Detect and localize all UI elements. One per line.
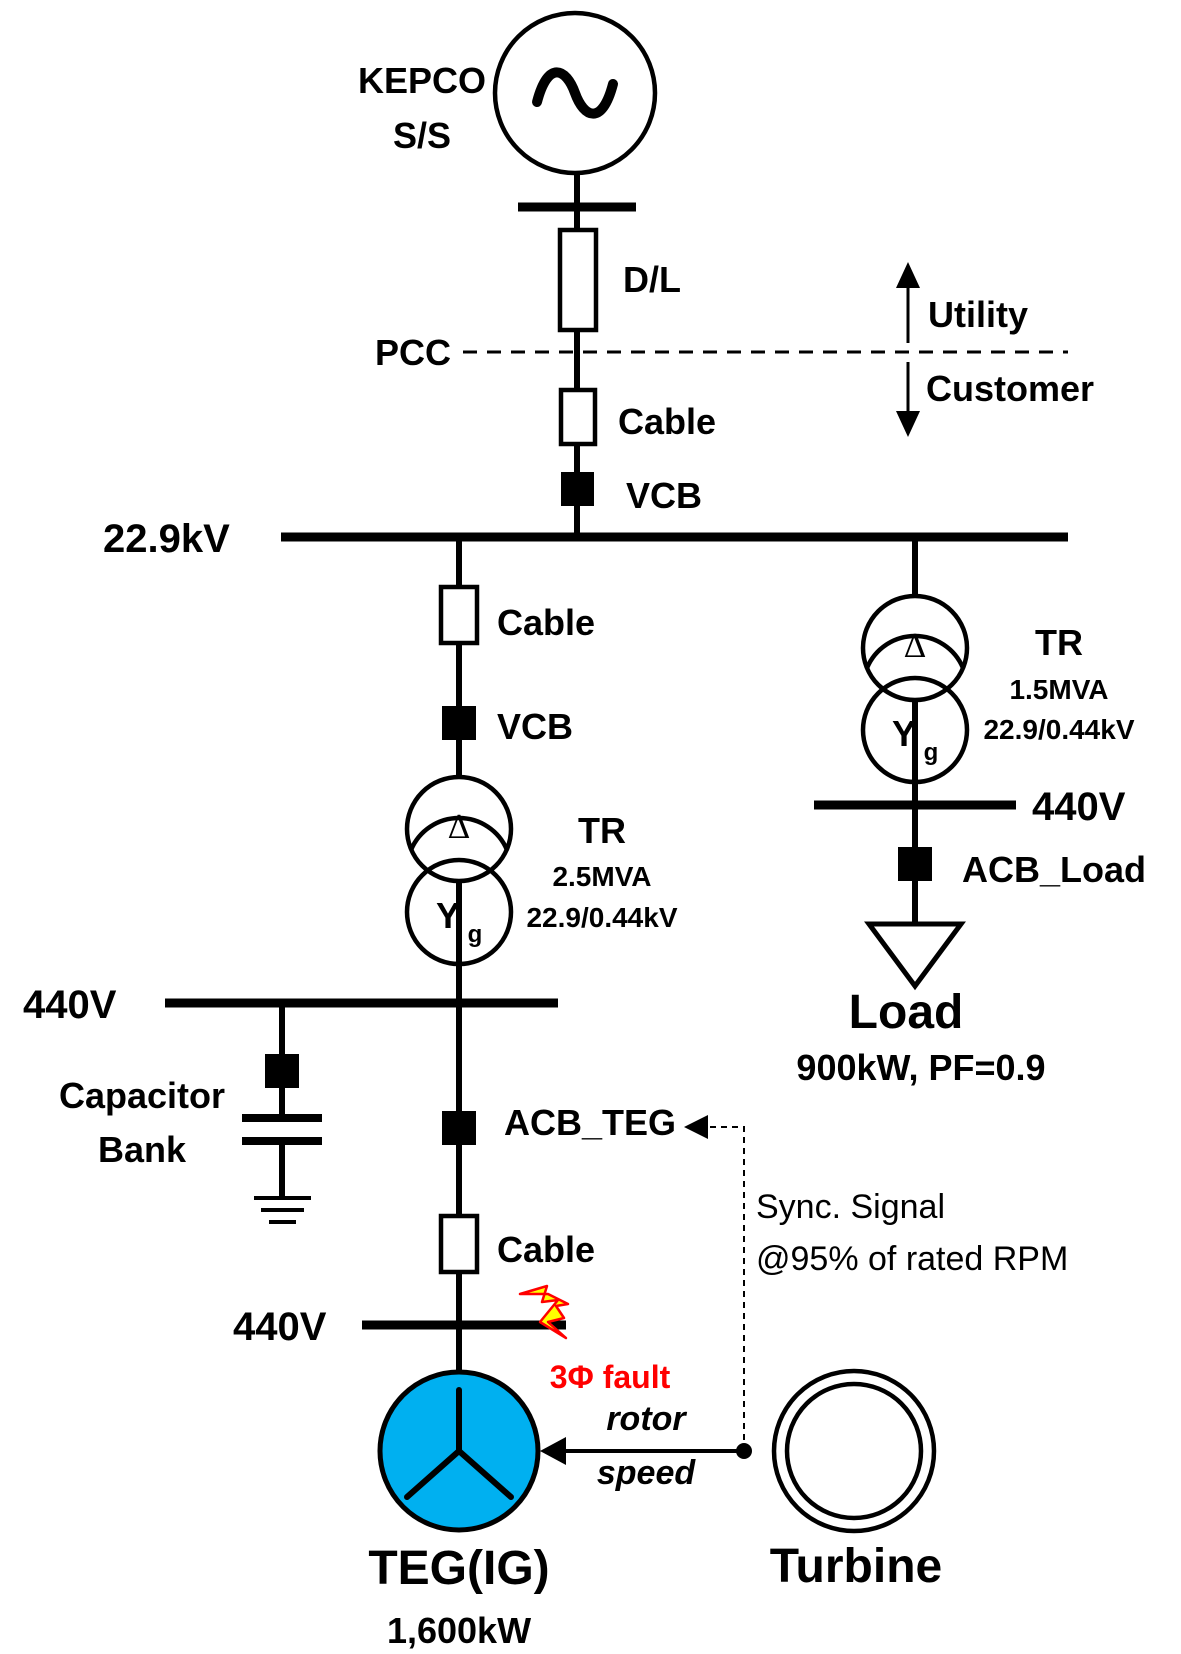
tr-left-ratio: 22.9/0.44kV <box>526 902 677 933</box>
ground-icon <box>254 1196 311 1224</box>
vcb-left-label: VCB <box>497 706 573 747</box>
vcb-top <box>561 472 594 506</box>
acb-load <box>898 847 932 881</box>
kepco-source <box>492 10 658 176</box>
cable-left <box>438 584 480 646</box>
sync-label-2: @95% of rated RPM <box>756 1240 1068 1278</box>
rotor-speed-arrowhead-icon <box>540 1437 566 1465</box>
cable-bottom <box>438 1213 480 1275</box>
bus-440v-left-label: 440V <box>23 983 117 1027</box>
tr-left-name: TR <box>578 810 626 851</box>
fault-lightning-icon <box>518 1284 570 1340</box>
rotor-label: rotor <box>606 1400 687 1438</box>
sync-signal-line <box>702 1126 745 1451</box>
vcb-top-label: VCB <box>626 475 702 516</box>
acb-teg-label: ACB_TEG <box>504 1102 676 1143</box>
distribution-line-element <box>557 227 599 333</box>
utility-arrowhead-icon <box>896 262 920 288</box>
load-triangle-icon <box>864 921 966 991</box>
cable-top <box>558 387 598 447</box>
sync-label-1: Sync. Signal <box>756 1188 945 1226</box>
tr-left-rating: 2.5MVA <box>552 861 651 892</box>
teg-generator <box>377 1369 541 1533</box>
tr-right-ratio: 22.9/0.44kV <box>983 714 1134 745</box>
tr-left-wye-sub: g <box>468 921 483 948</box>
tr-right-wye: Y <box>892 713 916 754</box>
customer-label: Customer <box>926 368 1094 409</box>
tr-right-name: TR <box>1035 622 1083 663</box>
source-label-1: KEPCO <box>358 60 486 101</box>
generator-rating: 1,600kW <box>387 1610 531 1651</box>
load-rating: 900kW, PF=0.9 <box>796 1047 1045 1088</box>
bus-22-9kv-label: 22.9kV <box>103 517 230 561</box>
dl-label: D/L <box>623 259 681 300</box>
tr-left-wye: Y <box>436 895 460 936</box>
cable-top-label: Cable <box>618 401 716 442</box>
tr-right-wye-sub: g <box>924 739 939 766</box>
capacitor-label-1: Capacitor <box>59 1075 225 1116</box>
wye-winding-icon <box>404 1387 514 1500</box>
generator-name: TEG(IG) <box>368 1542 549 1595</box>
cable-left-label: Cable <box>497 602 595 643</box>
fault-label: 3Φ fault <box>550 1359 671 1395</box>
turbine-label: Turbine <box>770 1540 942 1593</box>
customer-arrowhead-icon <box>896 411 920 437</box>
acb-teg <box>442 1111 476 1145</box>
capacitor-label-2: Bank <box>98 1129 187 1170</box>
ac-sine-icon <box>532 67 618 119</box>
source-label-2: S/S <box>393 115 451 156</box>
cable-bottom-label: Cable <box>497 1229 595 1270</box>
pcc-label: PCC <box>375 332 451 373</box>
capacitor-breaker <box>265 1054 299 1088</box>
transformer-left <box>404 774 514 967</box>
acb-load-label: ACB_Load <box>962 849 1146 890</box>
vcb-left <box>442 706 476 740</box>
tr-right-rating: 1.5MVA <box>1009 674 1108 705</box>
speed-label: speed <box>597 1454 696 1492</box>
bus-440v-bottom-label: 440V <box>233 1305 327 1349</box>
load-name: Load <box>849 986 964 1039</box>
transformer-right <box>860 593 970 785</box>
sync-arrowhead-icon <box>684 1115 708 1139</box>
utility-label: Utility <box>928 294 1028 335</box>
bus-440v-right-label: 440V <box>1032 785 1126 829</box>
tr-right-delta: Δ <box>903 627 926 665</box>
turbine-symbol <box>771 1368 937 1534</box>
tr-left-delta: Δ <box>447 808 470 846</box>
